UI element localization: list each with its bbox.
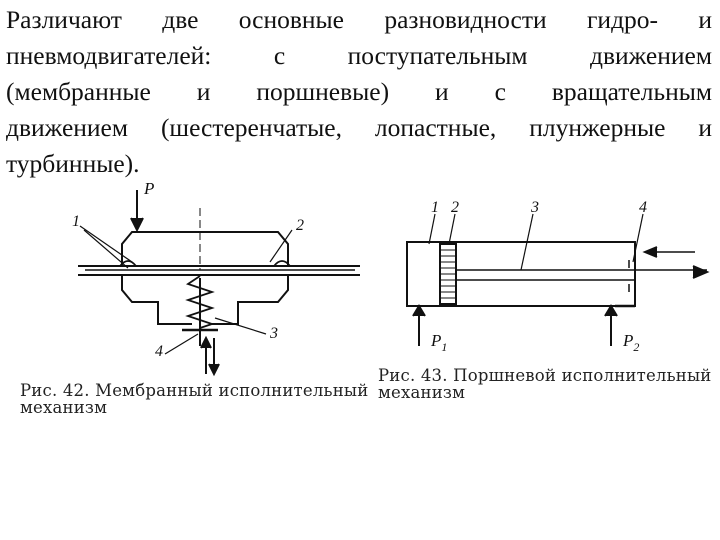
paragraph-line: Различают две основные разновидности гид… — [6, 5, 712, 34]
body-paragraph: Различают две основные разновидности гид… — [6, 2, 712, 182]
return-spring — [185, 275, 215, 329]
figure-43-caption: Рис. 43. Поршневой исполнительный механи… — [378, 367, 714, 401]
lower-housing — [121, 275, 192, 325]
label-2: 2 — [296, 217, 304, 234]
caption-line: Рис. 42. Мембранный исполнительный — [20, 381, 369, 400]
paragraph-line: турбинные). — [6, 149, 140, 178]
piston-actuator-diagram: 1 2 3 4 P1 P2 — [406, 199, 710, 354]
membrane-actuator-diagram: P 1 2 3 4 — [72, 179, 360, 377]
label-p: P — [143, 179, 154, 198]
label-3: 3 — [269, 325, 278, 342]
caption-line: Рис. 43. Поршневой исполнительный — [378, 366, 712, 385]
label-3: 3 — [530, 199, 539, 216]
upper-housing — [121, 231, 289, 266]
paragraph-line: движением (шестеренчатые, лопастные, плу… — [6, 113, 712, 142]
figure-42-caption: Рис. 42. Мембранный исполнительный механ… — [20, 382, 370, 416]
label-p1: P1 — [430, 331, 447, 354]
cylinder-body — [406, 241, 636, 307]
label-4: 4 — [639, 199, 647, 216]
paragraph-line: пневмодвигателей: с поступательным движе… — [6, 41, 712, 70]
caption-line: механизм — [20, 398, 108, 417]
caption-line: механизм — [378, 383, 466, 402]
label-1: 1 — [72, 213, 80, 230]
label-1: 1 — [431, 199, 439, 216]
paragraph-line: (мембранные и поршневые) и с вращательны… — [6, 77, 712, 106]
label-2: 2 — [451, 199, 459, 216]
label-p2: P2 — [622, 331, 639, 354]
label-4: 4 — [155, 343, 163, 360]
